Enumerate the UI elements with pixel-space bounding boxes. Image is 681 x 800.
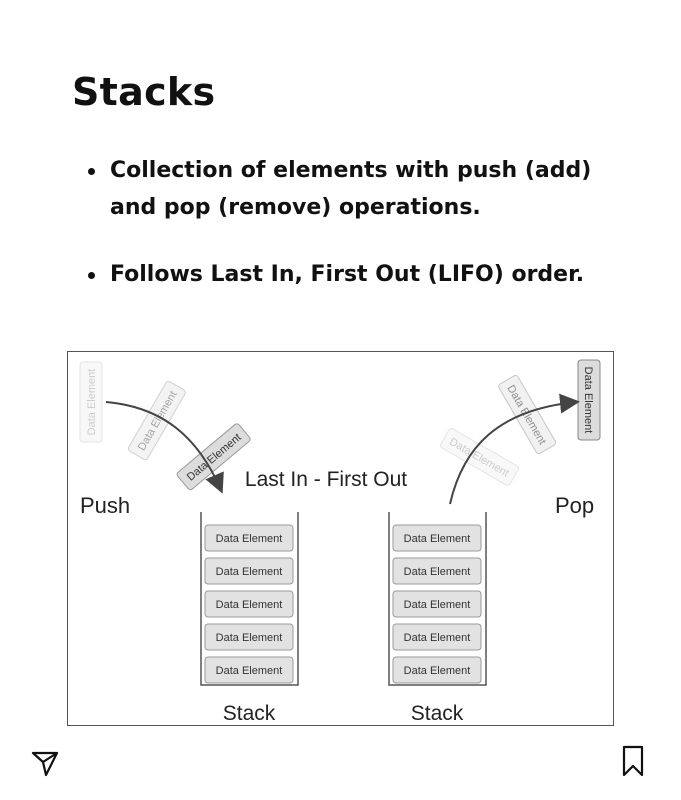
svg-text:Data Element: Data Element [404,566,471,578]
stack-element: Data Element [204,656,294,684]
pop-flying-element-1: Data Element [439,427,520,486]
svg-text:Data Element: Data Element [86,369,98,436]
stack-element: Data Element [204,557,294,585]
stack-element: Data Element [204,623,294,651]
bookmark-icon[interactable] [620,745,646,777]
pop-arrow [449,393,580,505]
pop-flying-element-2: Data Element [498,374,557,455]
stack-element: Data Element [392,557,482,585]
stack-right: Data Element Data Element Data Element D… [388,512,487,686]
svg-text:Data Element: Data Element [582,367,594,434]
svg-text:Data Element: Data Element [216,599,283,611]
stack-element: Data Element [392,623,482,651]
stack-left: Data Element Data Element Data Element D… [200,512,299,686]
pop-flying-element-3: Data Element [577,359,601,441]
bullet-item: Collection of elements with push (add) a… [88,152,628,226]
push-arrow [105,401,224,494]
stack-element: Data Element [392,656,482,684]
stack-element: Data Element [392,590,482,618]
push-label: Push [80,493,130,518]
svg-text:Data Element: Data Element [404,599,471,611]
svg-text:Data Element: Data Element [216,632,283,644]
stack-element: Data Element [204,524,294,552]
svg-text:Data Element: Data Element [404,632,471,644]
push-flying-element-1: Data Element [79,361,103,443]
stack-left-label: Stack [223,702,276,725]
svg-text:Data Element: Data Element [216,665,283,677]
bullet-list: Collection of elements with push (add) a… [88,152,628,293]
pop-label: Pop [555,493,594,518]
svg-text:Data Element: Data Element [216,533,283,545]
page-title: Stacks [72,70,216,114]
svg-text:Data Element: Data Element [404,533,471,545]
send-icon[interactable] [30,748,60,778]
diagram-heading: Last In - First Out [245,468,407,491]
push-flying-element-2: Data Element [127,380,186,461]
stack-right-label: Stack [411,702,464,725]
svg-text:Data Element: Data Element [404,665,471,677]
svg-text:Data Element: Data Element [216,566,283,578]
stack-element: Data Element [392,524,482,552]
bullet-item: Follows Last In, First Out (LIFO) order. [88,256,628,293]
stack-element: Data Element [204,590,294,618]
push-flying-element-3: Data Element [176,423,251,491]
stack-diagram: Data Element Data Element Data Element D… [67,351,614,726]
